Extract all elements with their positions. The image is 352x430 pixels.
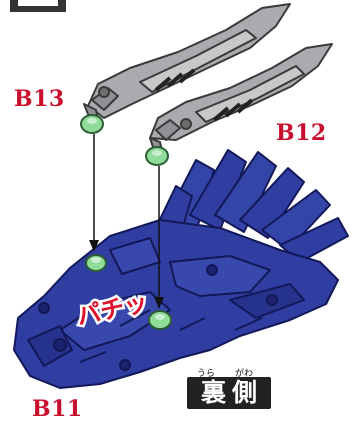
b11-peg-2	[148, 310, 172, 330]
ruby-gawa: がわ	[235, 369, 254, 379]
view-ruby: うら がわ	[187, 366, 271, 379]
label-b11: B11	[32, 396, 83, 422]
b12-green-peg	[145, 146, 169, 166]
view-side-caption: うら がわ 裏側	[187, 366, 271, 409]
ruby-ura: うら	[197, 369, 216, 379]
guide-arrow-b12	[154, 166, 164, 309]
label-b12: B12	[276, 120, 327, 146]
previous-step-fragment	[10, 0, 66, 12]
part-b13-gray	[83, 3, 291, 131]
b11-peg-1	[85, 254, 107, 272]
part-b11-blue-base	[13, 149, 349, 389]
label-b13: B13	[14, 86, 65, 112]
b13-green-peg	[80, 114, 104, 134]
guide-arrow-b13	[89, 134, 99, 252]
back-side-label: 裏側	[187, 377, 271, 409]
